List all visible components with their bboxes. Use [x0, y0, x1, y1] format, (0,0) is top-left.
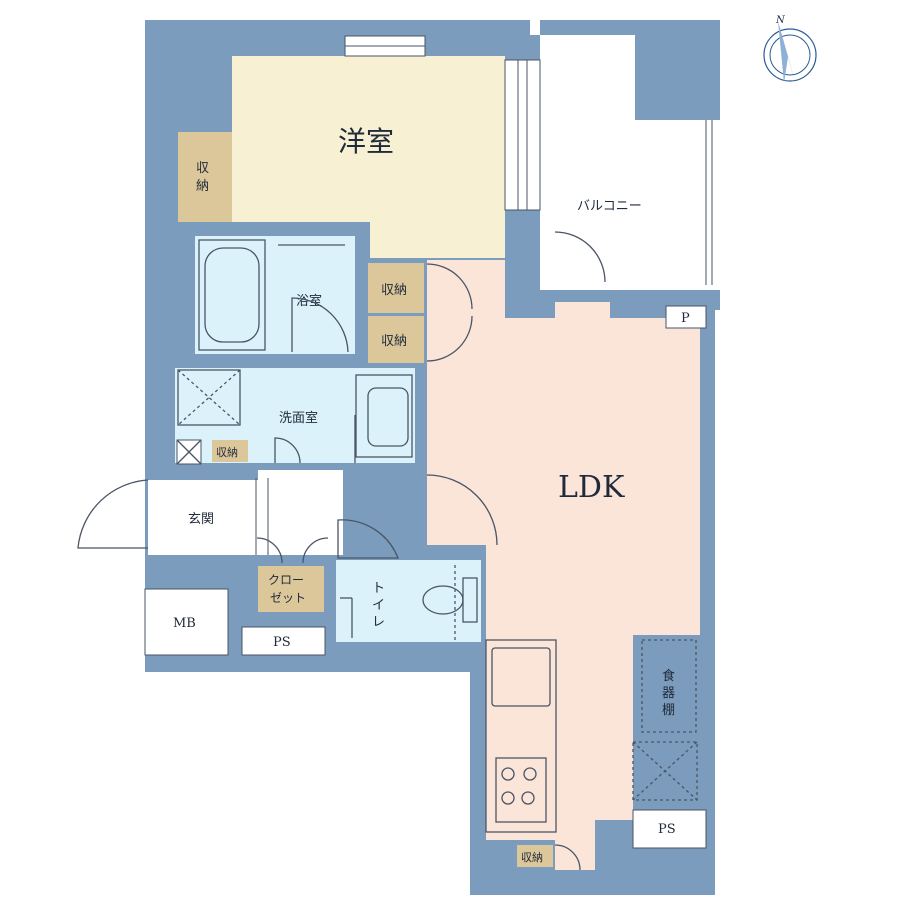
toilet-label-3: レ	[372, 615, 385, 630]
toilet[interactable]: ト イ レ	[336, 519, 481, 642]
storage-kitchen-label: 収納	[521, 851, 543, 864]
closet[interactable]: クロー ゼット	[258, 566, 324, 612]
cupboard-label-3: 棚	[662, 703, 675, 718]
entrance-label: 玄関	[188, 512, 214, 527]
storage-washroom-label: 収納	[216, 446, 238, 459]
ldk[interactable]: LDK 食 器 棚	[426, 231, 700, 870]
western-room-label: 洋室	[338, 125, 394, 158]
cupboard-label-2: 器	[662, 686, 675, 701]
compass-north-label: N	[775, 15, 786, 26]
toilet-label-1: ト	[372, 581, 385, 596]
ps-right-label: PS	[658, 822, 676, 837]
pipe-p-box: P	[665, 305, 707, 329]
storage-left-wall-label-2: 納	[196, 179, 209, 194]
washroom[interactable]: 洗面室 収納	[175, 368, 415, 465]
storage-left-wall-label-1: 収	[196, 161, 209, 176]
compass-north-icon: N	[763, 15, 817, 85]
storage-hall-lower[interactable]: 収納	[368, 316, 424, 363]
mb-box: MB	[144, 588, 229, 656]
closet-label-2: ゼット	[270, 591, 306, 605]
storage-kitchen[interactable]: 収納	[517, 844, 581, 871]
ps-left-label: PS	[273, 635, 291, 650]
ps-right-box: PS	[632, 809, 707, 849]
western-room[interactable]: 洋室	[232, 35, 541, 258]
closet-label-1: クロー	[268, 573, 304, 587]
washroom-label: 洗面室	[279, 410, 318, 426]
toilet-label-2: イ	[372, 598, 385, 613]
pipe-p-label: P	[681, 311, 690, 326]
ldk-label: LDK	[558, 470, 625, 505]
ps-left-box: PS	[241, 626, 326, 656]
entrance[interactable]: 玄関	[77, 470, 343, 564]
storage-hall-upper[interactable]: 収納	[368, 263, 424, 313]
storage-left-wall[interactable]: 収 納	[178, 132, 232, 222]
mb-label: MB	[173, 616, 196, 631]
cupboard-label-1: 食	[662, 668, 675, 684]
bath[interactable]: 浴室	[195, 236, 355, 354]
storage-hall-lower-label: 収納	[381, 334, 407, 349]
storage-hall-upper-label: 収納	[381, 283, 407, 298]
balcony-label: バルコニー	[577, 199, 642, 214]
balcony[interactable]: バルコニー	[540, 20, 725, 290]
